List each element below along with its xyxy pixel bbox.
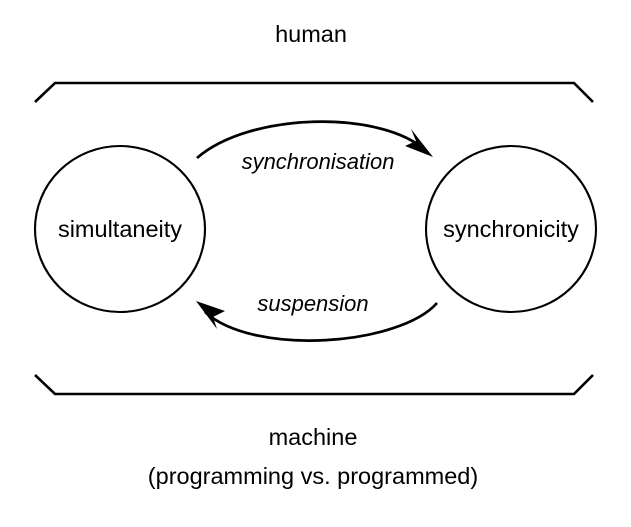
edge-suspension-arc	[204, 302, 439, 342]
node-simultaneity[interactable]: simultaneity	[33, 144, 207, 314]
edge-synchronisation-label: synchronisation	[242, 149, 395, 174]
node-synchronicity-shape	[424, 144, 598, 314]
edge-synchronisation-arc	[196, 120, 426, 160]
bottom-bracket	[34, 374, 594, 396]
region-label-machine-parenthetical: (programming vs. programmed)	[148, 463, 478, 489]
node-synchronicity[interactable]: synchronicity	[424, 144, 598, 314]
edge-suspension-label: suspension	[257, 291, 368, 316]
region-label-machine: machine	[269, 424, 358, 450]
edge-synchronisation-arrowhead	[405, 129, 433, 157]
top-bracket	[34, 81, 594, 103]
edge-suspension-arrowhead	[196, 301, 225, 329]
node-synchronicity-label: synchronicity	[443, 216, 579, 242]
node-simultaneity-label: simultaneity	[58, 216, 182, 242]
edge-synchronisation[interactable]: synchronisation	[196, 120, 433, 174]
region-label-human: human	[275, 21, 347, 47]
edge-suspension[interactable]: suspension	[196, 291, 439, 342]
node-simultaneity-shape	[33, 144, 207, 314]
